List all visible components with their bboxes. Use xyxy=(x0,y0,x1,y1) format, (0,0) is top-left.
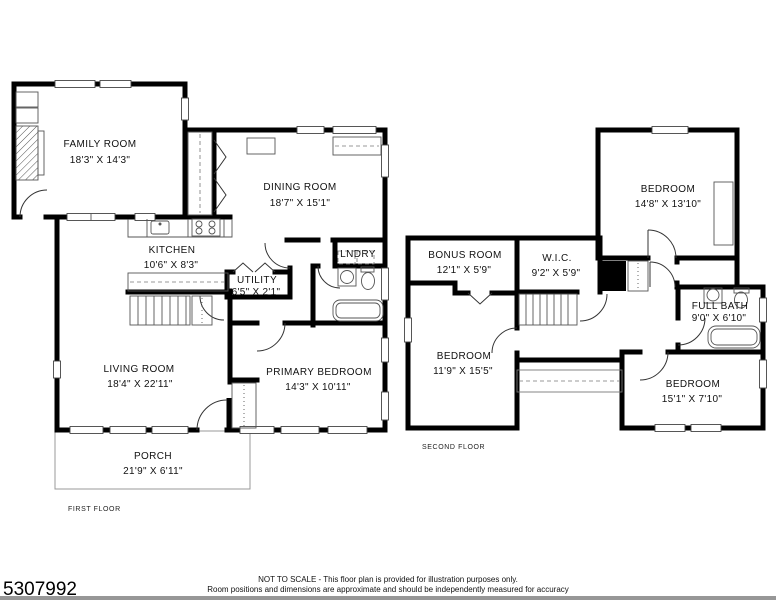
hall-closet xyxy=(627,260,649,292)
first-floor-windows xyxy=(53,80,389,434)
stove-icon xyxy=(191,218,221,237)
bedroom-left-dims: 11'9" X 15'5" xyxy=(433,366,493,377)
bedroom-left-door-arc xyxy=(491,327,518,354)
bonus-room-label: BONUS ROOM xyxy=(428,250,501,261)
dining-room-label: DINING ROOM xyxy=(263,182,336,193)
bedroom-bottom-door-arc xyxy=(639,351,669,381)
wic-dims: 9'2" X 5'9" xyxy=(532,268,581,279)
porch-dims: 21'9" X 6'11" xyxy=(123,466,183,477)
wic-label: W.I.C. xyxy=(542,253,572,264)
stairs-icon-first-floor xyxy=(129,295,191,326)
kitchen-sink-icon xyxy=(150,220,170,235)
closet-shelf xyxy=(15,107,39,124)
utility-bifold-icon xyxy=(254,262,276,273)
bedroom-bottom-dims: 15'1" X 7'10" xyxy=(662,394,723,405)
hall-door-arc xyxy=(264,242,291,269)
dining-closet-bifold-icon xyxy=(213,177,227,213)
bathroom-door-arc xyxy=(317,265,341,289)
stair-closet xyxy=(191,295,213,326)
fireplace-icon xyxy=(15,125,45,181)
washer-dryer-icon xyxy=(337,250,375,265)
utility-bifold-icon xyxy=(232,262,254,273)
second-floor-doors xyxy=(467,229,706,381)
bathroom-sink-icon xyxy=(337,267,357,287)
primary-bedroom-door-arc xyxy=(256,322,286,352)
porch-label: PORCH xyxy=(134,451,172,462)
first-floor-doors xyxy=(19,139,341,431)
bedroom-left-label: BEDROOM xyxy=(437,351,491,362)
listing-id-watermark: 5307992 xyxy=(3,579,77,600)
primary-bedroom-dims: 14'3" X 10'11" xyxy=(285,382,351,393)
family-room-label: FAMILY ROOM xyxy=(64,139,137,150)
full-bath-label: FULL BATH xyxy=(692,301,748,312)
bedroom-bottom-label: BEDROOM xyxy=(666,379,720,390)
stair-closet-door-arc xyxy=(199,295,225,321)
dining-furniture xyxy=(246,137,276,155)
bottom-edge-strip xyxy=(0,596,776,600)
front-door-leaf xyxy=(226,398,232,430)
dining-closet xyxy=(187,131,213,216)
landing-closet-door-arc xyxy=(649,261,676,288)
first-floor-walls xyxy=(11,81,388,433)
second-floor-label: SECOND FLOOR xyxy=(422,444,485,451)
toilet-icon xyxy=(360,266,375,290)
primary-closet xyxy=(231,382,257,429)
second-floor-windows xyxy=(404,126,767,432)
second-floor-walls xyxy=(405,127,766,431)
dining-closet-bifold-icon xyxy=(213,139,227,175)
bed-icon xyxy=(713,181,734,246)
closet-shelf xyxy=(15,91,39,108)
bath2-toilet-icon xyxy=(733,287,750,309)
dining-cabinet xyxy=(332,136,382,156)
front-door-arc xyxy=(196,399,228,431)
chimney-block xyxy=(601,261,626,291)
bathtub-icon xyxy=(332,299,384,322)
primary-bedroom-label: PRIMARY BEDROOM xyxy=(266,367,372,378)
bedroom-left-entry-icon xyxy=(467,292,493,305)
kitchen-peninsula xyxy=(127,272,229,292)
living-room-label: LIVING ROOM xyxy=(103,364,174,375)
kitchen-label: KITCHEN xyxy=(149,245,196,256)
footer: 5307992 NOT TO SCALE - This floor plan i… xyxy=(0,575,776,600)
stairs-door-arc xyxy=(579,293,608,322)
disclaimer-line2: Room positions and dimensions are approx… xyxy=(207,585,569,594)
bedroom-top-door-arc xyxy=(647,229,677,259)
full-bath-door-arc xyxy=(677,317,706,346)
kitchen-dims: 10'6" X 8'3" xyxy=(144,260,199,271)
laundry-label: LNDRY xyxy=(340,249,376,260)
disclaimer-line1: NOT TO SCALE - This floor plan is provid… xyxy=(258,575,518,584)
bonus-room-dims: 12'1" X 5'9" xyxy=(437,265,492,276)
bath2-bathtub-icon xyxy=(707,325,761,349)
kitchen-counter xyxy=(127,219,233,238)
dining-room-dims: 18'7" X 15'1" xyxy=(270,198,331,209)
stairs-icon-second-floor xyxy=(518,293,578,326)
utility-label: UTILITY xyxy=(237,275,277,286)
living-room-dims: 18'4" X 22'11" xyxy=(107,379,173,390)
bath2-sink-icon xyxy=(703,287,723,304)
stairwell-band xyxy=(516,369,623,393)
first-floor-plan: FAMILY ROOM 18'3" X 14'3" DINING ROOM 18… xyxy=(11,80,389,513)
bedroom-top-label: BEDROOM xyxy=(641,184,695,195)
family-room-dims: 18'3" X 14'3" xyxy=(70,155,131,166)
first-floor-label: FIRST FLOOR xyxy=(68,506,121,513)
utility-dims: 6'5" X 2'1" xyxy=(232,287,281,298)
family-room-door-arc xyxy=(19,189,48,218)
second-floor-plan: BEDROOM 14'8" X 13'10" BONUS ROOM 12'1" … xyxy=(404,126,767,451)
bedroom-top-dims: 14'8" X 13'10" xyxy=(635,199,701,210)
full-bath-dims: 9'0" X 6'10" xyxy=(692,313,747,324)
